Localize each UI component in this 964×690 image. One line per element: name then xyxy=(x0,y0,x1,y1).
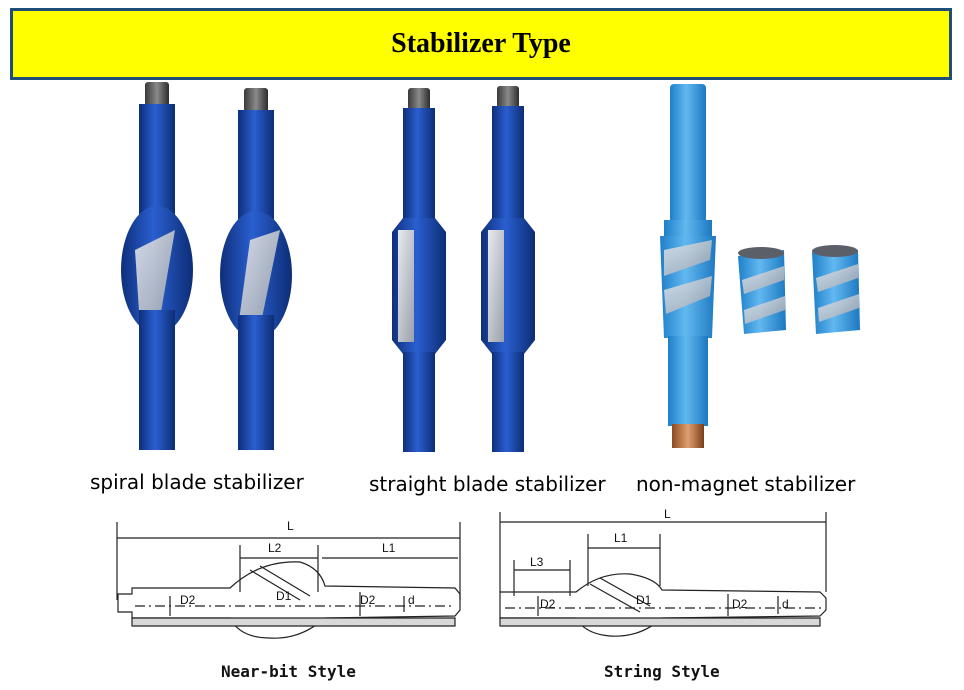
straight-stabilizer-2 xyxy=(481,86,535,452)
near-bit-dimension-labels: L L2 L1 D2 D1 D2 d xyxy=(180,519,415,607)
straight-stabilizer-1 xyxy=(392,88,446,452)
dim-L1-nearbit: L1 xyxy=(382,541,396,555)
dim-D2-right-string: D2 xyxy=(732,597,748,611)
near-bit-drawing xyxy=(116,522,461,639)
nonmagnet-stabilizer xyxy=(660,84,716,448)
dim-D2-right-nearbit: D2 xyxy=(360,593,376,607)
dim-D2-left-nearbit: D2 xyxy=(180,593,196,607)
stabilizer-photos xyxy=(121,82,860,452)
dim-L1-string: L1 xyxy=(614,531,628,545)
dim-L-nearbit: L xyxy=(287,519,294,533)
nonmagnet-sleeve-2 xyxy=(812,245,860,334)
string-style-label: String Style xyxy=(604,662,720,681)
spiral-stabilizer-1 xyxy=(121,82,193,450)
dim-L2-nearbit: L2 xyxy=(268,541,282,555)
dim-D2-left-string: D2 xyxy=(540,597,556,611)
caption-spiral-blade: spiral blade stabilizer xyxy=(90,470,304,494)
near-bit-style-label: Near-bit Style xyxy=(221,662,356,681)
caption-straight-blade: straight blade stabilizer xyxy=(369,472,606,496)
string-drawing xyxy=(499,512,827,637)
nonmagnet-sleeve-1 xyxy=(738,247,786,334)
string-dimension-labels: L L1 L3 D2 D1 D2 d xyxy=(530,507,789,611)
dim-D1-string: D1 xyxy=(636,593,652,607)
spiral-stabilizer-2 xyxy=(220,88,292,450)
caption-non-magnet: non-magnet stabilizer xyxy=(636,472,856,496)
technical-drawings: L L2 L1 D2 D1 D2 d L L1 L3 D2 D1 D2 d xyxy=(116,507,827,639)
dim-d-string: d xyxy=(782,597,789,611)
dim-d-nearbit: d xyxy=(408,593,415,607)
page-title: Stabilizer Type xyxy=(391,28,571,59)
dim-L-string: L xyxy=(664,507,671,521)
dim-D1-nearbit: D1 xyxy=(276,589,292,603)
dim-L3-string: L3 xyxy=(530,555,544,569)
title-banner: Stabilizer Type xyxy=(10,8,952,80)
